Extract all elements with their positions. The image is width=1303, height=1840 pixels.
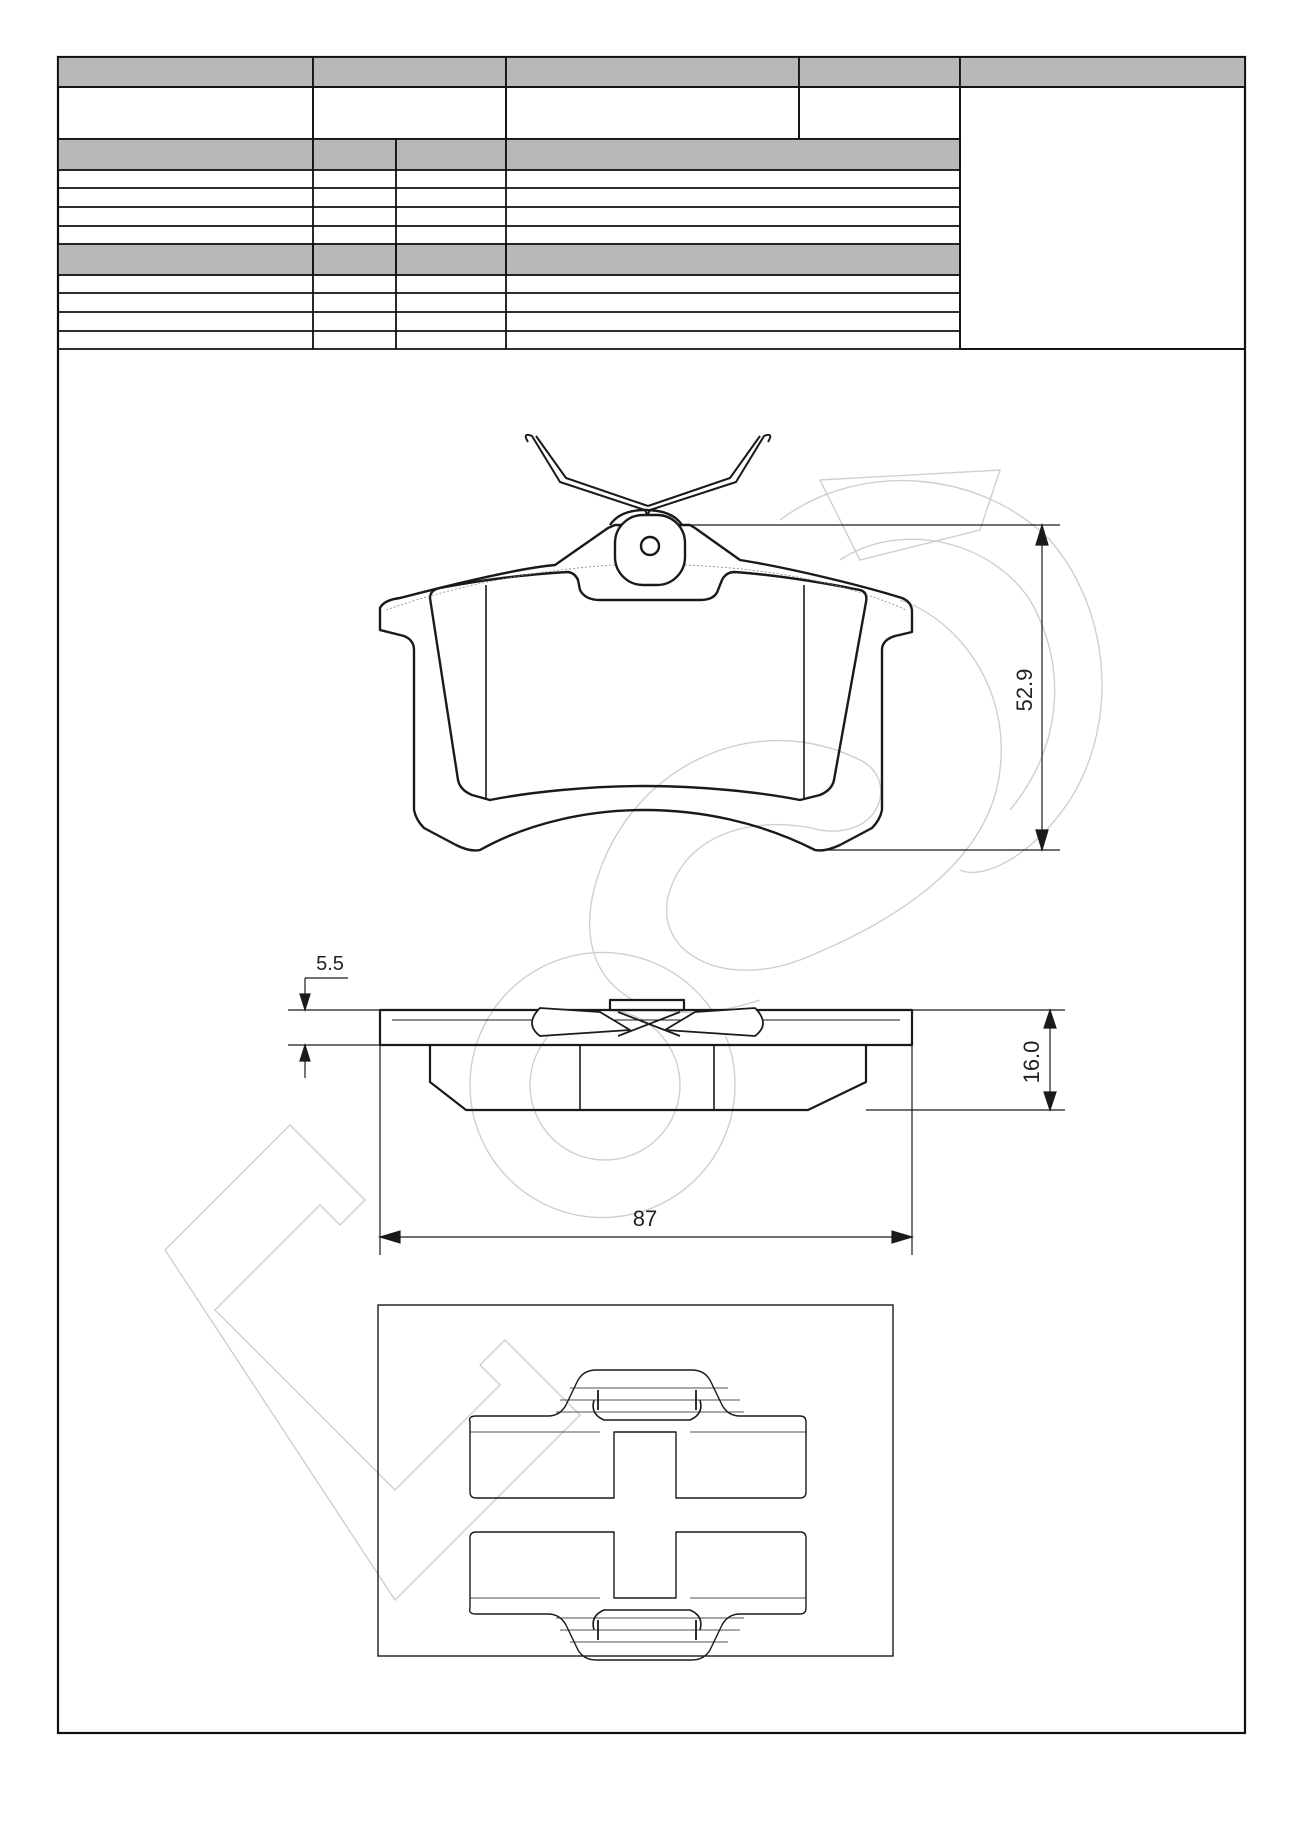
header-cell-1 — [57, 56, 314, 88]
title-block — [57, 56, 1246, 350]
value-cell-2 — [312, 86, 507, 140]
spec1-header-d — [505, 138, 961, 171]
backplate-outline — [378, 523, 914, 852]
spec2-header-a — [57, 243, 314, 276]
header-cell-4 — [798, 56, 961, 88]
side-view-dimensions — [288, 977, 1065, 1255]
side-view-pad — [378, 998, 914, 1112]
thickness-dim-label: 16.0 — [1019, 1041, 1044, 1084]
height-dim-label: 52.9 — [1012, 669, 1037, 712]
front-view-pad — [378, 433, 914, 852]
spec1-header-a — [57, 138, 314, 171]
width-dim-label: 87 — [633, 1206, 657, 1231]
clip-upper — [468, 1369, 807, 1499]
spec1-header-b — [312, 138, 397, 171]
spec2-header-c — [395, 243, 507, 276]
image-cell — [959, 86, 1246, 350]
backplate-dim-label: 5.5 — [316, 953, 344, 975]
sheet-border — [56, 55, 1247, 1735]
spec1-header-c — [395, 138, 507, 171]
spring-clip — [524, 433, 772, 521]
header-cell-2 — [312, 56, 507, 88]
clip-detail-frame — [377, 1304, 894, 1657]
header-cell-5 — [959, 56, 1246, 88]
value-cell-1 — [57, 86, 314, 140]
value-cell-4 — [798, 86, 961, 140]
friction-material — [428, 570, 868, 802]
value-cell-3 — [505, 86, 800, 140]
watermark-logo — [164, 469, 1103, 1602]
spec2-header-b — [312, 243, 397, 276]
spec2-header-d — [505, 243, 961, 276]
clip-lower — [468, 1531, 807, 1661]
header-cell-3 — [505, 56, 800, 88]
height-dimension — [690, 522, 1060, 853]
